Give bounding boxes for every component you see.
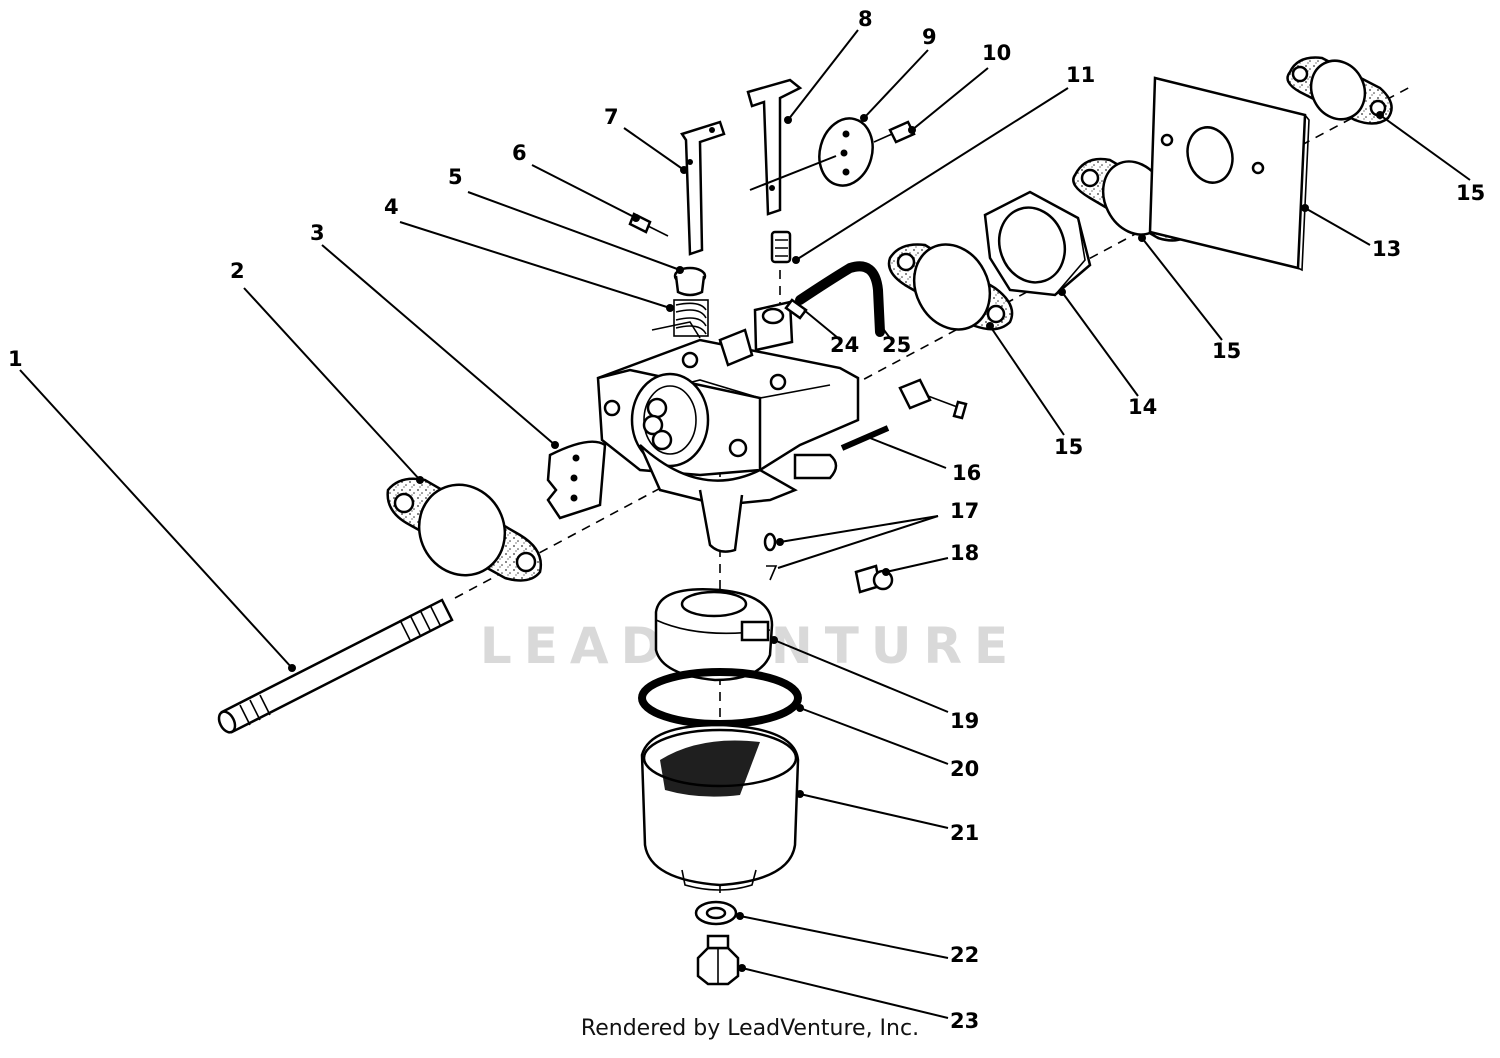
credit-text: Rendered by LeadVenture, Inc.	[580, 1016, 920, 1041]
callout-15-near: 15	[1054, 435, 1083, 459]
callout-6: 6	[512, 141, 527, 165]
part-throttle-shaft	[680, 120, 726, 256]
part-choke-plate	[818, 117, 874, 187]
part-pin	[840, 425, 890, 451]
part-throttle-plate	[546, 440, 607, 520]
callout-3: 3	[310, 221, 325, 245]
callout-15-middle: 15	[1212, 339, 1241, 363]
part-idle-screw	[898, 378, 968, 420]
part-float	[654, 588, 774, 682]
callout-8: 8	[858, 7, 873, 31]
part-float-bowl	[640, 723, 800, 891]
callout-15-far-right: 15	[1456, 181, 1485, 205]
callout-1: 1	[8, 347, 23, 371]
part-stud	[217, 598, 454, 734]
part-carburetor-body	[596, 300, 860, 553]
leader-lines	[19, 29, 1471, 1019]
callout-4: 4	[384, 195, 399, 219]
callout-22: 22	[950, 943, 979, 967]
callout-13: 13	[1372, 237, 1401, 261]
callout-25: 25	[882, 333, 911, 357]
part-washer	[694, 900, 738, 926]
callout-10: 10	[982, 41, 1011, 65]
callout-24: 24	[830, 333, 859, 357]
part-spacer	[983, 190, 1092, 297]
callout-20: 20	[950, 757, 979, 781]
callout-numbers: 1 2 3 4 5 6 7 8 9 10 11 13 14 15 15 15 1…	[8, 7, 1485, 1033]
callout-17: 17	[950, 499, 979, 523]
callout-2: 2	[230, 259, 245, 283]
part-drain-nut	[696, 934, 740, 986]
part-choke-shaft	[746, 78, 803, 216]
callout-18: 18	[950, 541, 979, 565]
part-gasket-15c	[1286, 56, 1393, 125]
callout-21: 21	[950, 821, 979, 845]
part-needle	[770, 230, 792, 264]
callout-11: 11	[1066, 63, 1095, 87]
callout-14: 14	[1128, 395, 1157, 419]
callout-5: 5	[448, 165, 463, 189]
callout-7: 7	[604, 105, 619, 129]
part-gasket-2	[386, 477, 543, 582]
part-heat-plate	[1148, 76, 1310, 272]
part-spring	[673, 299, 709, 337]
callout-9: 9	[922, 25, 937, 49]
part-screw-10	[873, 120, 916, 144]
part-fuel-tube	[784, 261, 885, 337]
part-gasket-15a	[887, 243, 1014, 331]
part-seal	[673, 266, 707, 297]
part-clip	[763, 532, 778, 581]
callout-19: 19	[950, 709, 979, 733]
callout-23: 23	[950, 1009, 979, 1033]
callout-16: 16	[952, 461, 981, 485]
